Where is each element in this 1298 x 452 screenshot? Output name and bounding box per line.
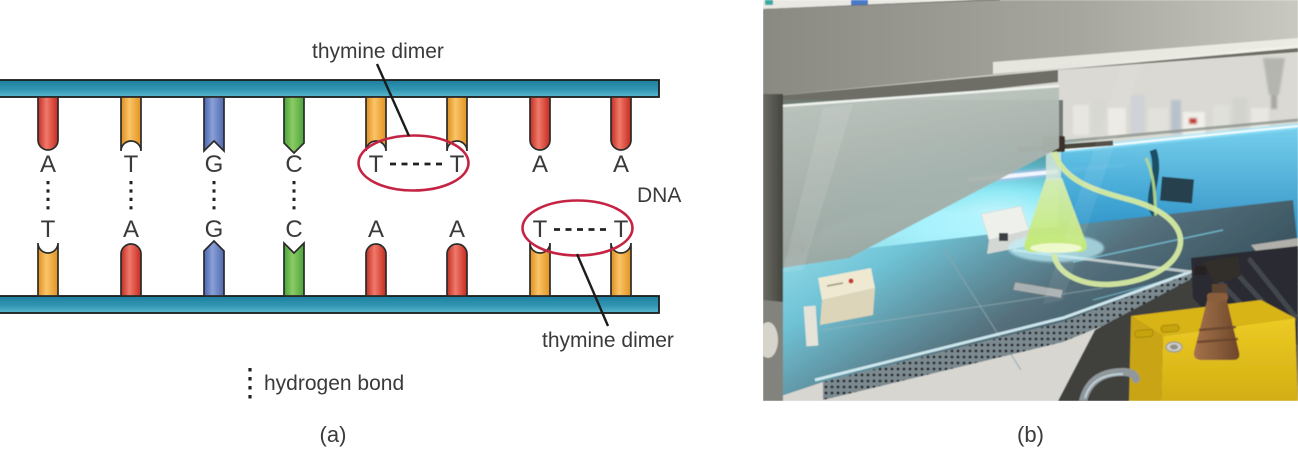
base-bottom-T [610, 242, 632, 297]
base-letter: A [613, 151, 629, 178]
base-letter: T [533, 216, 548, 243]
glass-sash [780, 58, 1143, 304]
base-letter: A [123, 216, 139, 243]
base-bottom-A [365, 243, 387, 297]
base-letter: T [41, 216, 56, 243]
label-thymine-dimer-top: thymine dimer [312, 40, 444, 63]
spray-bottle [1193, 256, 1241, 360]
legend-hydrogen-bond-label: hydrogen bond [264, 372, 404, 395]
dna-backbone-top [0, 79, 660, 98]
base-top-A [529, 96, 551, 151]
leader-line-top-dimer [375, 63, 411, 137]
base-letter: C [285, 151, 302, 178]
sash-latch [803, 305, 819, 347]
sash-handle [1079, 367, 1140, 401]
base-letter: T [450, 151, 465, 178]
base-bottom-G [203, 239, 225, 297]
base-bottom-A [446, 243, 468, 297]
dna-backbone-bottom [0, 295, 660, 314]
panel-a-diagram: A T G C T T A A T A G C A A T T thymine dimer DNA thymi… [0, 40, 681, 400]
foreground [763, 238, 1298, 401]
base-bottom-C [283, 240, 305, 297]
base-top-T [446, 96, 468, 152]
base-top-A [610, 96, 632, 151]
base-bottom-T [529, 242, 551, 297]
tip-box [818, 268, 875, 325]
spray-nozzle [1195, 266, 1207, 275]
base-letter: T [369, 151, 384, 178]
base-bottom-A [120, 243, 142, 297]
steel-funnel [1263, 58, 1285, 95]
spray-trigger-head [1203, 256, 1241, 284]
equipment-silhouette [1160, 176, 1194, 204]
teal-object-on-hood [765, 0, 773, 5]
base-letter: T [124, 151, 139, 178]
white-device-box [980, 205, 1030, 254]
base-letter: T [614, 216, 629, 243]
panel-b-photo [763, 0, 1298, 401]
blue-object-on-hood [851, 0, 868, 7]
caption-a: (a) [319, 422, 347, 447]
base-top-A [37, 96, 59, 151]
dimer-circle [357, 134, 470, 192]
base-bottom-T [37, 242, 59, 297]
dna-strands: A T G C T T A A T A G C A A T T [37, 96, 632, 297]
label-dna: DNA [637, 184, 681, 207]
base-letter: G [205, 216, 224, 243]
caption-b: (b) [1017, 422, 1044, 447]
base-letter: C [285, 216, 302, 243]
base-top-C [283, 96, 305, 155]
label-thymine-dimer-bottom: thymine dimer [542, 329, 674, 352]
base-letter: A [449, 216, 465, 243]
base-top-T [120, 96, 142, 152]
base-letter: G [205, 151, 224, 178]
base-letter: A [532, 151, 548, 178]
leader-line-bottom-dimer [575, 253, 610, 327]
base-top-G [203, 96, 225, 154]
base-letter: A [40, 151, 56, 178]
base-letter: A [368, 216, 384, 243]
